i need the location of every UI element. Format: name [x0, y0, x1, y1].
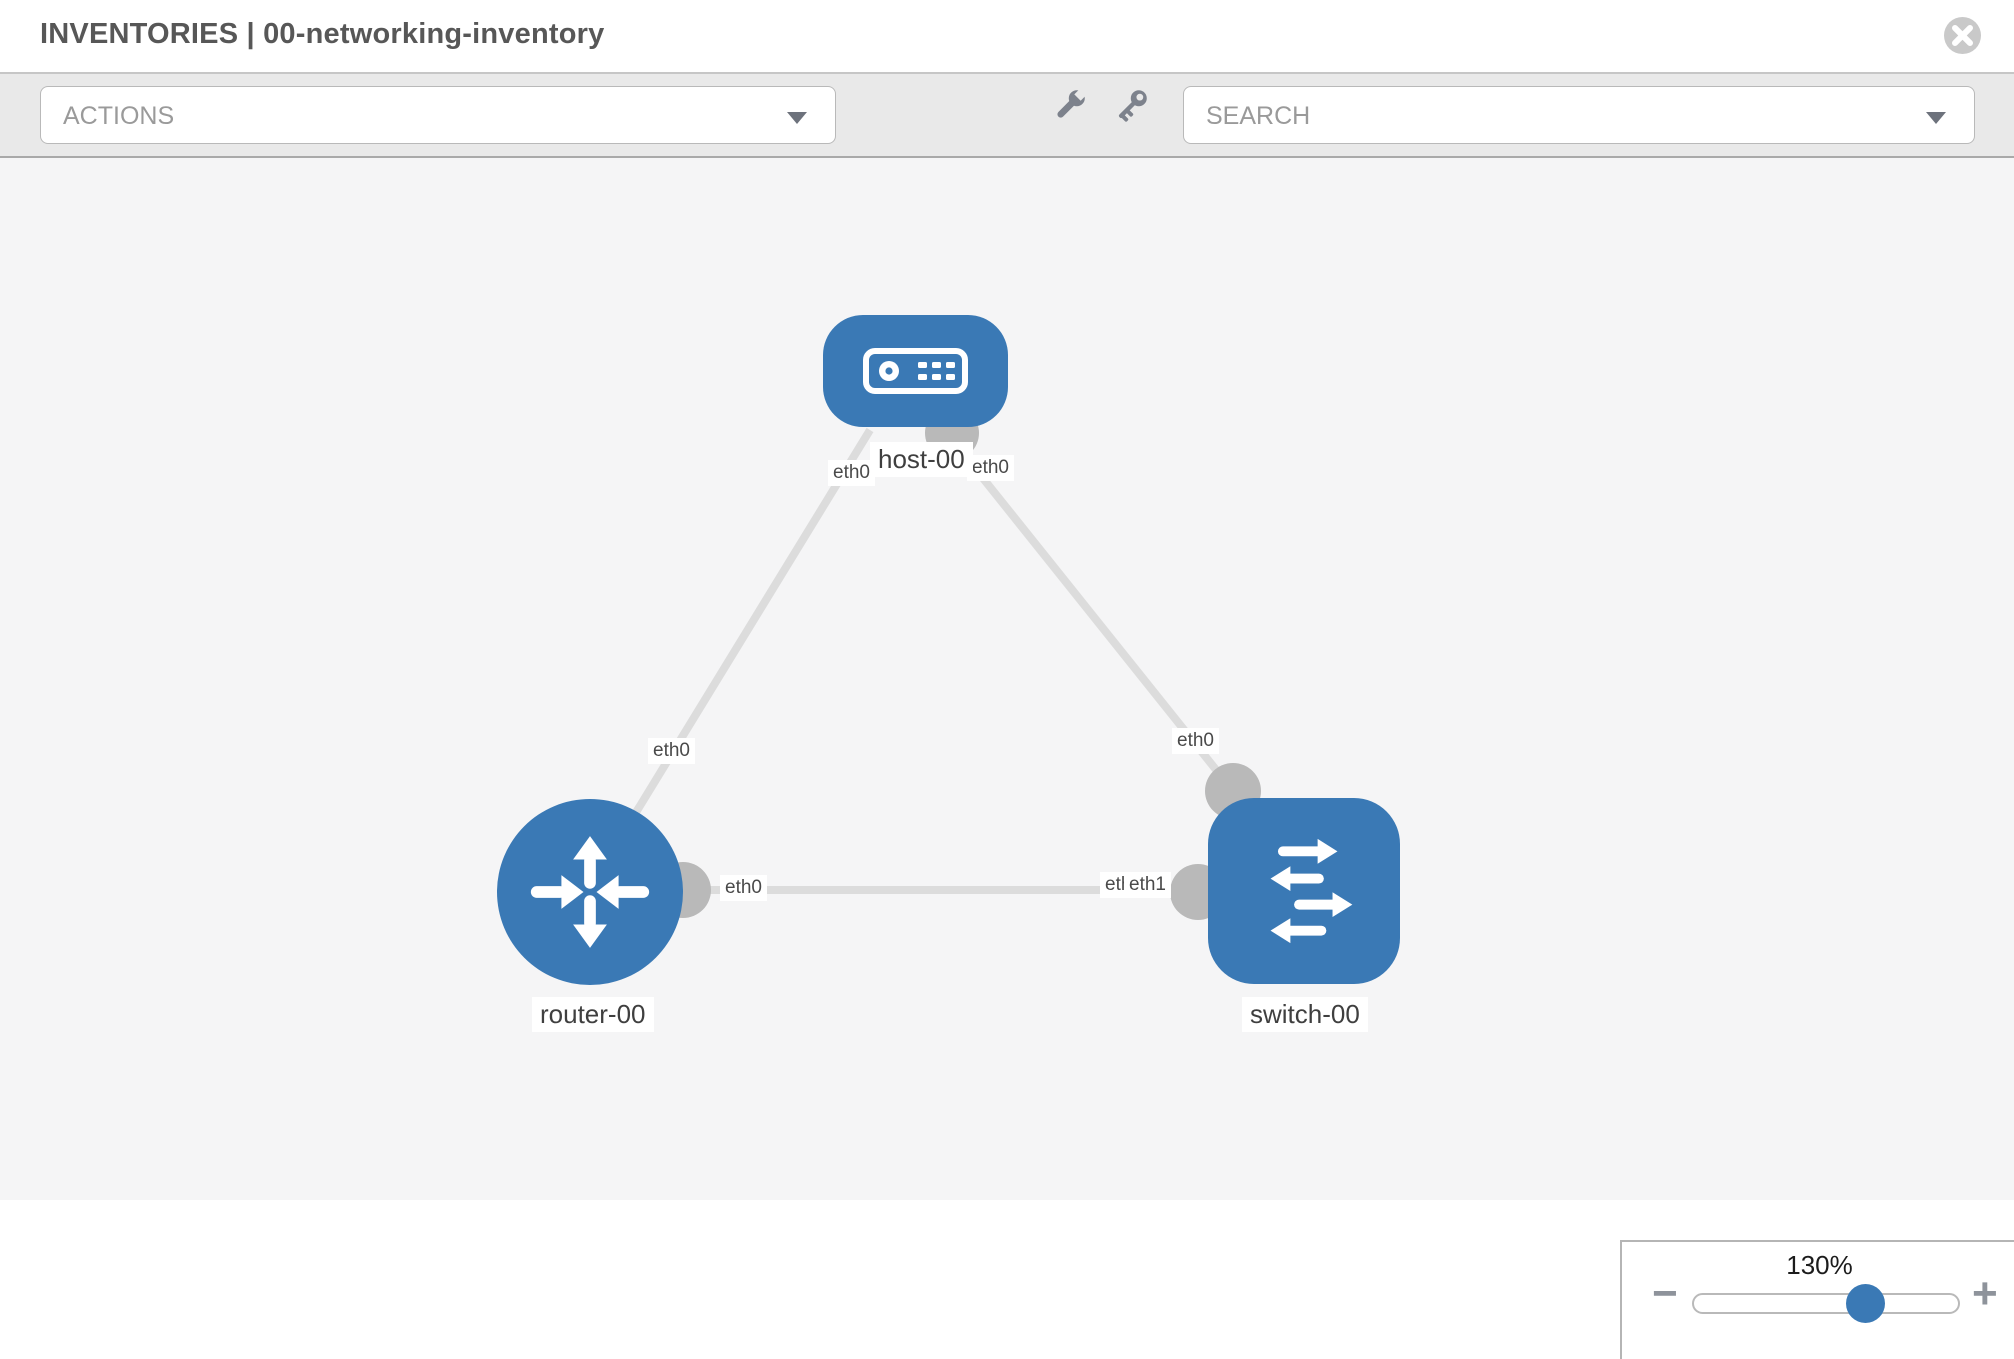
- interface-label-switch-eth0-uplink: eth0: [1172, 728, 1219, 754]
- key-icon: [1118, 90, 1147, 122]
- zoom-panel: 130% − +: [1620, 1240, 2014, 1359]
- zoom-in-button[interactable]: +: [1972, 1269, 1998, 1318]
- close-button[interactable]: [1944, 17, 1981, 54]
- interface-label-router-eth0-uplink: eth0: [648, 738, 695, 764]
- chevron-down-icon: [787, 112, 807, 124]
- zoom-level-value: 130%: [1786, 1250, 1853, 1280]
- topology-canvas[interactable]: host-00 router-00 switch-00 eth0 eth0 et…: [0, 158, 2014, 1359]
- credentials-button[interactable]: [1109, 84, 1153, 128]
- node-label-host-00: host-00: [870, 442, 973, 477]
- node-label-router-00: router-00: [532, 997, 654, 1032]
- node-host-00[interactable]: [823, 315, 1008, 427]
- search-dropdown-label: SEARCH: [1206, 102, 1311, 130]
- zoom-slider-thumb[interactable]: [1846, 1284, 1885, 1323]
- interface-label-host-eth0-right: eth0: [967, 455, 1014, 481]
- close-icon: [1952, 25, 1973, 46]
- interface-label-host-eth0-left: eth0: [828, 460, 875, 486]
- node-label-switch-00: switch-00: [1242, 997, 1368, 1032]
- switch-arrows-icon: [1270, 838, 1353, 944]
- toolbar: ACTIONS SEARCH: [0, 72, 2014, 158]
- zoom-out-button[interactable]: −: [1652, 1269, 1678, 1318]
- node-router-00[interactable]: [497, 799, 683, 985]
- configure-tools-button[interactable]: [1047, 84, 1091, 128]
- interface-label-router-eth0: eth0: [720, 875, 767, 901]
- server-icon: [863, 348, 968, 394]
- wrench-icon: [1057, 87, 1088, 118]
- node-switch-00[interactable]: [1208, 798, 1400, 984]
- search-dropdown[interactable]: SEARCH: [1183, 86, 1975, 144]
- chevron-down-icon: [1926, 112, 1946, 124]
- actions-dropdown[interactable]: ACTIONS: [40, 86, 836, 144]
- zoom-slider-track[interactable]: [1692, 1293, 1960, 1314]
- topology-links-layer: [601, 406, 1261, 920]
- page-title: INVENTORIES | 00-networking-inventory: [40, 18, 605, 50]
- interface-label-switch-eth1: eth1: [1124, 872, 1171, 898]
- header: INVENTORIES | 00-networking-inventory: [0, 0, 2014, 72]
- router-arrows-icon: [530, 836, 650, 948]
- actions-dropdown-label: ACTIONS: [63, 102, 175, 130]
- link-host-router[interactable]: [601, 427, 874, 866]
